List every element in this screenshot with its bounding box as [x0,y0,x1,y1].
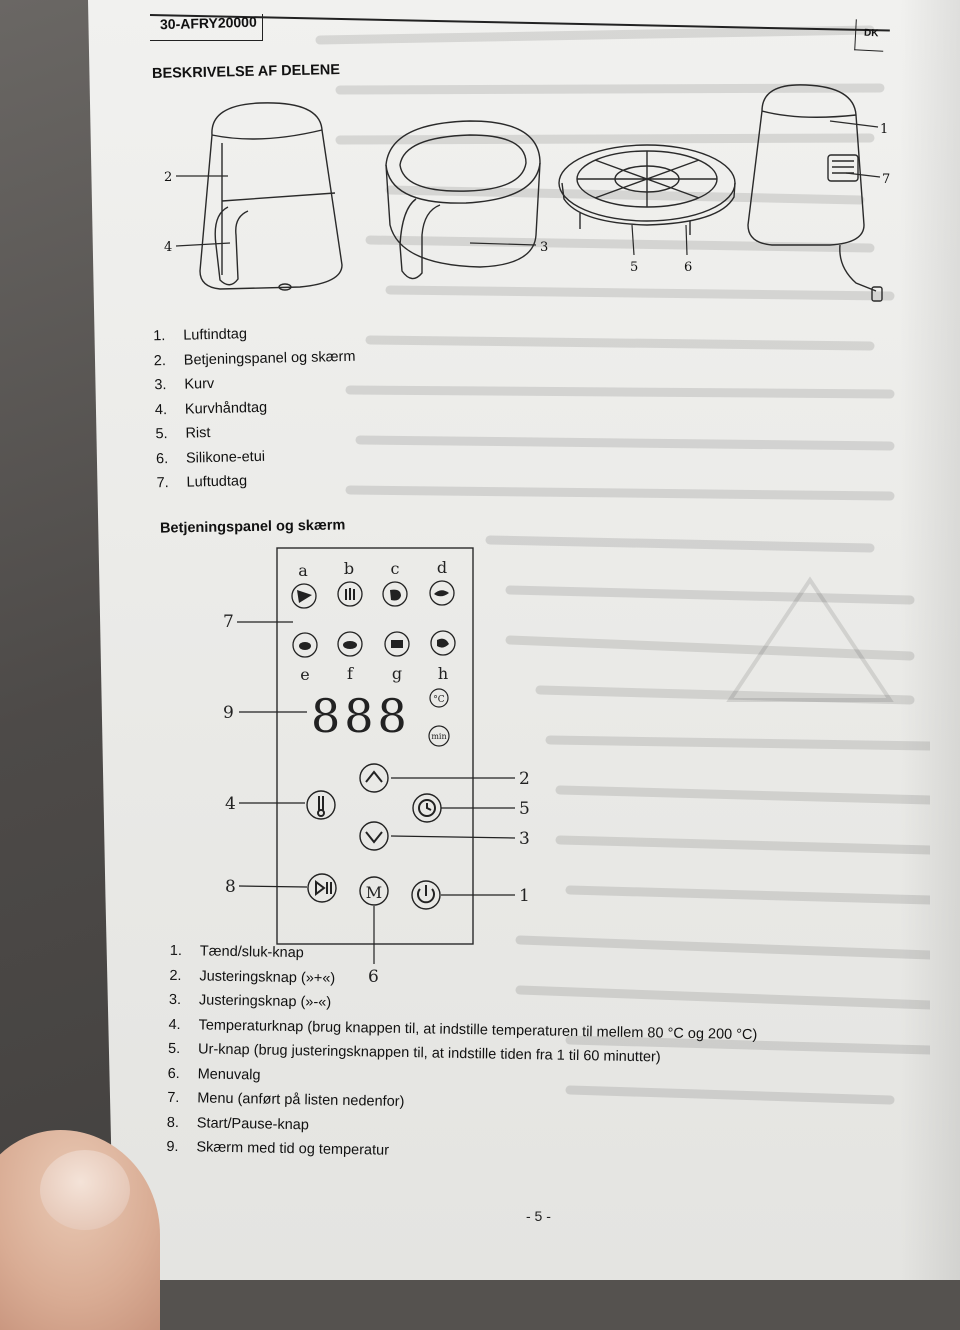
callout-5: 5 [519,799,530,819]
fish-icon [429,580,455,606]
callout-7: 7 [223,612,234,632]
list-item: 7.Luftudtag [156,473,248,492]
start-pause-button[interactable] [307,873,337,903]
callout-8: 8 [225,877,236,897]
callout-1: 1 [519,886,530,906]
chevron-down-icon [365,831,383,844]
airfryer-front-drawing [199,102,343,291]
thermometer-icon [318,796,324,810]
menu-letter-g: g [392,664,402,683]
menu-letter-h: h [438,664,448,683]
minus-button[interactable] [359,821,389,851]
clock-icon [418,799,436,817]
temperature-button[interactable] [306,790,336,820]
callout-1: 1 [880,122,888,137]
steak-icon [430,630,456,656]
menu-button-glyph: M [366,883,382,902]
callout-4: 4 [164,240,172,255]
parts-illustration: 2 4 3 5 6 1 7 [164,84,890,302]
callout-4: 4 [225,794,236,814]
manual-page [88,0,960,1280]
menu-letter-b: b [344,559,354,578]
menu-letter-d: d [437,558,447,577]
power-button[interactable] [411,880,441,910]
plus-button[interactable] [359,763,389,793]
cake-icon [384,631,410,657]
control-panel-diagram: a b c d e f g h 7 888 °C min 9 [223,547,530,987]
callout-3: 3 [540,240,548,255]
callout-2: 2 [164,170,172,185]
menu-letter-f: f [347,664,354,683]
language-code: DK [863,27,879,40]
menu-letter-e: e [300,665,309,684]
celsius-icon [429,688,449,708]
callout-7: 7 [882,172,890,187]
model-box [150,14,263,41]
menu-letter-c: c [391,559,400,578]
parts-list: 1.Luftindtag 2.Betjeningspanel og skærm … [153,324,359,500]
page-number: - 5 - [526,1208,551,1224]
menu-letter-a: a [298,561,308,580]
callout-9: 9 [223,703,234,723]
menu-button[interactable] [359,876,389,906]
callout-2: 2 [519,769,530,789]
panel-list: 1.Tænd/sluk-knap 2.Justeringsknap (»+«) … [166,943,759,1174]
panel-outline [276,547,474,945]
bread-icon [337,631,363,657]
page-shade [900,0,960,1280]
model-number: 30-AFRY20000 [159,13,257,33]
chicken-icon [292,632,318,658]
callout-3: 3 [519,829,530,849]
power-icon [417,885,435,904]
pizza-icon [291,583,317,609]
shrimp-icon [382,581,408,607]
minutes-indicator: min [431,732,446,741]
basket-drawing [385,120,541,280]
minutes-icon [428,725,450,747]
panel-heading: Betjeningspanel og skærm [159,517,346,537]
grill-drawing [558,144,736,235]
chevron-up-icon [365,770,383,783]
thumbnail [40,1150,130,1230]
play-pause-icon [315,880,332,896]
airfryer-back-drawing [747,84,883,302]
callout-6: 6 [368,967,379,987]
seven-segment-display: 888 [311,689,411,743]
callout-6: 6 [684,260,692,275]
callout-5: 5 [630,260,638,275]
fries-icon [337,581,363,607]
celsius-indicator: °C [433,695,445,705]
